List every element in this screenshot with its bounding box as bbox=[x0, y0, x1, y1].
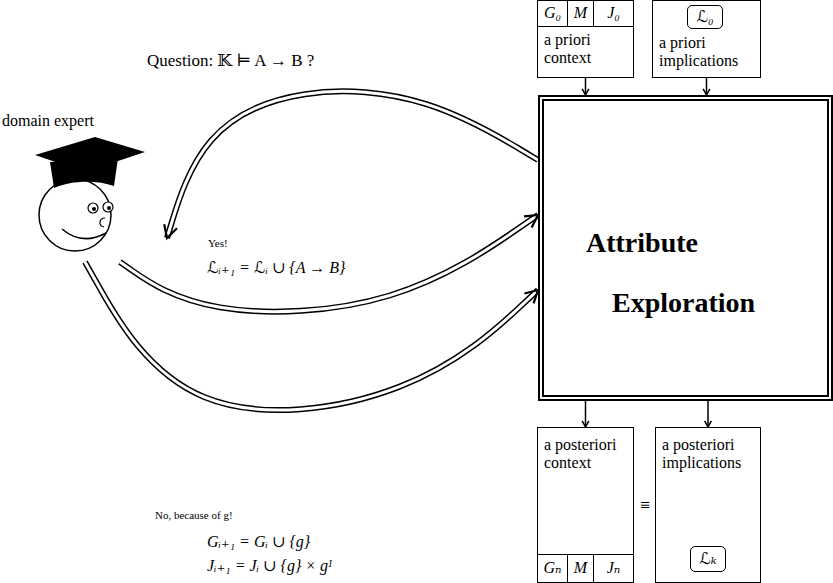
box-label: a posteriori implications bbox=[662, 436, 756, 472]
cell-text: ℒₖ bbox=[691, 547, 725, 571]
table-cell: G₀ bbox=[538, 1, 568, 27]
flow-line bbox=[706, 78, 708, 95]
table-cell: Gₙ bbox=[538, 554, 568, 582]
box-label: a posteriori context bbox=[544, 436, 629, 472]
eye bbox=[88, 203, 98, 213]
cell-text: Gₙ bbox=[538, 555, 567, 581]
context-box: a priori context G₀MJ₀ bbox=[537, 0, 634, 78]
equivalence-sign: ≡ bbox=[638, 494, 652, 516]
cell-text: Jₙ bbox=[594, 555, 633, 581]
connector bbox=[705, 401, 712, 427]
flow-line bbox=[707, 401, 709, 427]
formula: Gᵢ₊₁ = Gᵢ ∪ {g} bbox=[205, 532, 312, 552]
double-line-inner bbox=[167, 91, 538, 238]
edge-label: No, because of g! bbox=[153, 508, 235, 523]
implication-set: ℒ₀ bbox=[687, 5, 723, 29]
table-cell: J₀ bbox=[594, 1, 633, 27]
face bbox=[39, 179, 111, 251]
double-line-outer bbox=[120, 215, 538, 312]
flow-line bbox=[585, 78, 587, 95]
cell-text: ℒ₀ bbox=[688, 6, 722, 28]
eye bbox=[103, 202, 113, 212]
connector bbox=[582, 78, 589, 95]
cell-text: M bbox=[568, 1, 593, 25]
connector bbox=[703, 78, 710, 95]
arrow-head bbox=[164, 224, 177, 238]
cell-text: J₀ bbox=[594, 1, 633, 25]
table-cell: Jₙ bbox=[594, 554, 633, 582]
double-line-outer bbox=[167, 91, 538, 238]
double-line-inner bbox=[120, 215, 538, 312]
domain-expert: domain expert bbox=[2, 112, 167, 262]
cell-text: M bbox=[568, 555, 593, 581]
mortarboard bbox=[35, 137, 145, 172]
table-cell: M bbox=[568, 1, 594, 27]
edge-label: Question: 𝕂 ⊨ A → B ? bbox=[145, 50, 316, 71]
table-cell: M bbox=[568, 554, 594, 582]
double-line-outer bbox=[85, 262, 538, 410]
connector bbox=[582, 401, 589, 427]
cell-text: G₀ bbox=[538, 1, 567, 25]
arrow-head bbox=[524, 290, 538, 303]
smile bbox=[62, 229, 106, 239]
pupil bbox=[92, 207, 96, 211]
box-label: a priori implications bbox=[659, 34, 756, 70]
pupil bbox=[107, 206, 111, 210]
implication-set: ℒₖ bbox=[690, 546, 726, 572]
implications-box: a posteriori implicationsℒₖ bbox=[655, 427, 761, 583]
box-label: Attribute Exploration bbox=[586, 213, 827, 333]
process-box: Attribute Exploration bbox=[538, 95, 833, 401]
formula: ℒᵢ₊₁ = ℒᵢ ∪ {A → B} bbox=[205, 258, 347, 278]
nose bbox=[100, 218, 105, 227]
connector bbox=[120, 215, 538, 312]
box-label: domain expert bbox=[2, 112, 167, 130]
connector bbox=[164, 91, 538, 238]
expert-figure bbox=[2, 112, 167, 262]
edge-label: Yes! bbox=[206, 236, 230, 251]
connector bbox=[85, 262, 538, 410]
context-box: a posteriori contextGₙMJₙ bbox=[537, 427, 634, 583]
double-line-inner bbox=[85, 262, 538, 410]
implications-box: a priori implications ℒ₀ bbox=[652, 0, 761, 78]
box-label: a priori context bbox=[544, 31, 629, 67]
formula: Jᵢ₊₁ = Jᵢ ∪ {g} × gᴵ bbox=[205, 556, 334, 576]
arrow-head bbox=[524, 215, 538, 227]
flow-line bbox=[585, 401, 587, 427]
